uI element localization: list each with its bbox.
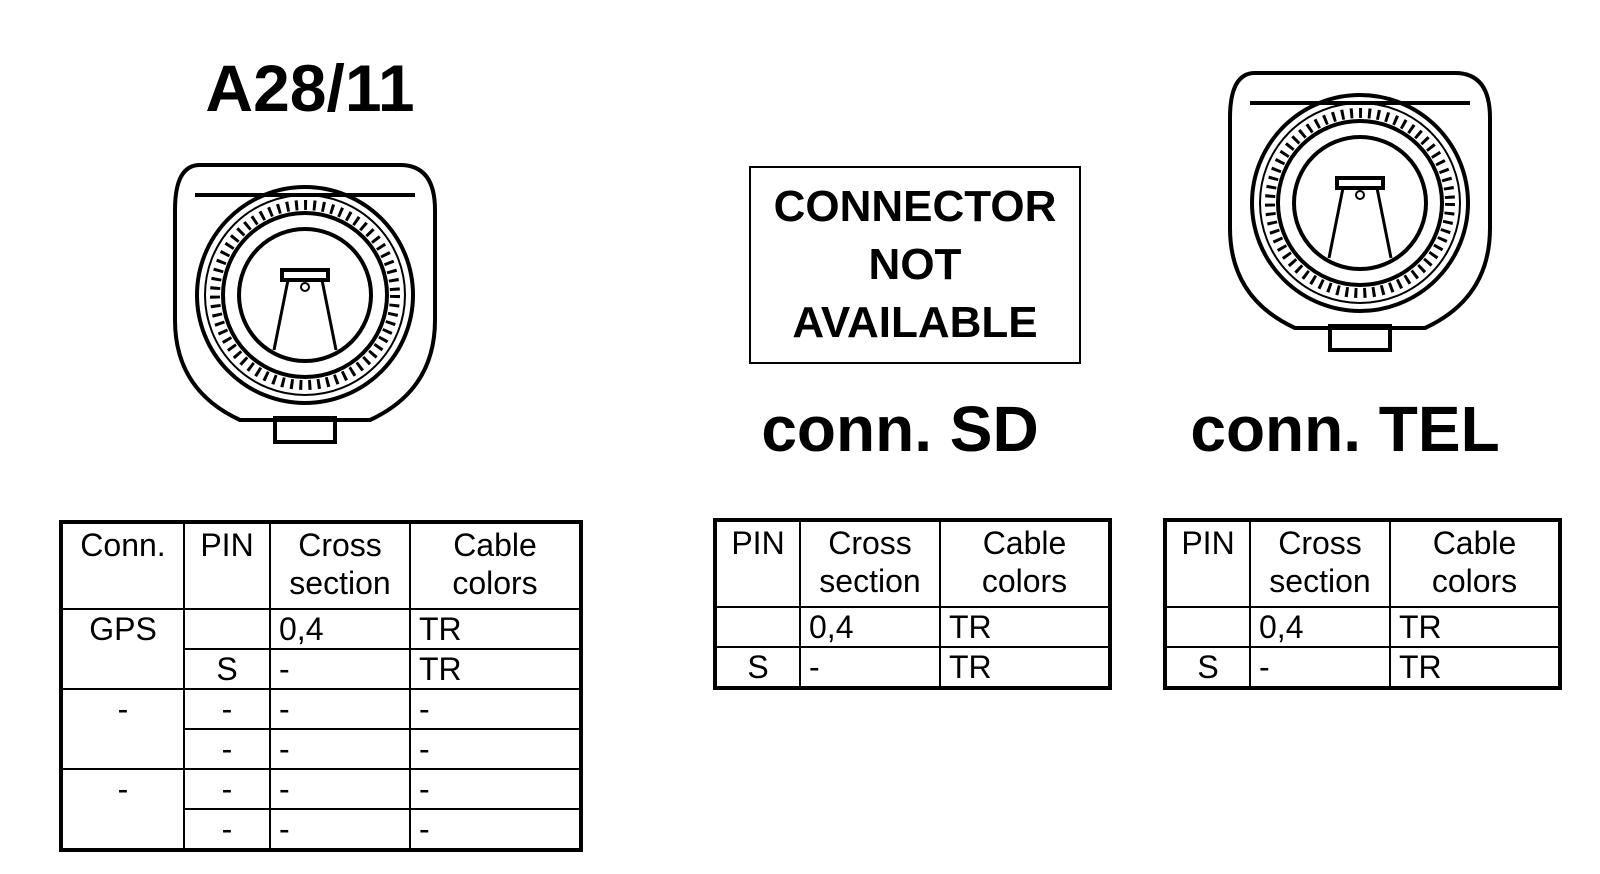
cell-cable-color: TR xyxy=(409,608,582,650)
cell-cable-color: TR xyxy=(409,648,582,690)
table-row: S - TR xyxy=(1164,646,1561,689)
cell-cable-color: TR xyxy=(939,646,1111,689)
table-row: - - - - xyxy=(60,688,582,770)
pinout-table-tel: PIN Cross section Cable colors 0,4 TR S … xyxy=(1163,518,1562,690)
pinout-table-sd: PIN Cross section Cable colors 0,4 TR S … xyxy=(713,518,1112,690)
cell-pin: - xyxy=(183,808,271,851)
cell-conn: - xyxy=(60,768,185,851)
cell-pin: S xyxy=(183,648,271,690)
table-row: - - - - xyxy=(60,768,582,851)
cell-pin: - xyxy=(183,768,271,810)
cell-cable-color: - xyxy=(409,728,582,770)
header-cross-section: Cross section xyxy=(269,521,411,610)
header-cable-colors: Cable colors xyxy=(939,519,1111,608)
cell-conn: GPS xyxy=(60,608,185,690)
cell-pin xyxy=(183,608,271,650)
cell-pin: - xyxy=(183,728,271,770)
cell-cable-color: TR xyxy=(939,606,1111,648)
cell-cross-section: - xyxy=(269,688,411,730)
connector-a28-drawing xyxy=(173,163,437,444)
cell-cross-section: 0,4 xyxy=(269,608,411,650)
cell-pin: S xyxy=(714,646,801,689)
cell-cross-section: 0,4 xyxy=(799,606,941,648)
cell-pin xyxy=(1164,606,1251,648)
cell-cable-color: TR xyxy=(1389,606,1561,648)
table-row: - - - xyxy=(61,728,582,770)
cell-cable-color: TR xyxy=(1389,646,1561,689)
cell-cross-section: - xyxy=(269,808,411,851)
cell-cross-section: - xyxy=(269,728,411,770)
pinout-table-a28: Conn. PIN Cross section Cable colors GPS… xyxy=(59,520,583,852)
table-row: S - TR xyxy=(61,648,582,690)
table-row: 0,4 TR xyxy=(1164,606,1561,648)
connector-not-available-label: CONNECTOR NOT AVAILABLE xyxy=(773,182,1057,347)
header-conn: Conn. xyxy=(60,521,185,610)
cell-cable-color: - xyxy=(409,688,582,730)
header-cable-colors: Cable colors xyxy=(1389,519,1561,608)
cell-pin: S xyxy=(1164,646,1251,689)
header-cross-section: Cross section xyxy=(1249,519,1391,608)
cell-cross-section: - xyxy=(269,768,411,810)
header-pin: PIN xyxy=(714,519,801,608)
cell-cross-section: - xyxy=(799,646,941,689)
header-cable-colors: Cable colors xyxy=(409,521,582,610)
cell-pin xyxy=(714,606,801,648)
cell-conn: - xyxy=(60,688,185,770)
table-header-row: PIN Cross section Cable colors xyxy=(714,519,1111,608)
table-row: 0,4 TR xyxy=(714,606,1111,648)
cell-cross-section: - xyxy=(269,648,411,690)
header-pin: PIN xyxy=(183,521,271,610)
connector-tel-drawing xyxy=(1228,71,1492,352)
cell-cable-color: - xyxy=(409,808,582,851)
table-header-row: PIN Cross section Cable colors xyxy=(1164,519,1561,608)
connector-sd-title: conn. SD xyxy=(761,393,1039,465)
table-row: S - TR xyxy=(714,646,1111,689)
connector-tel-title: conn. TEL xyxy=(1190,393,1500,465)
connector-a28-title: A28/11 xyxy=(205,51,415,125)
table-header-row: Conn. PIN Cross section Cable colors xyxy=(60,521,582,610)
table-row: GPS 0,4 TR xyxy=(60,608,582,690)
header-cross-section: Cross section xyxy=(799,519,941,608)
cell-cross-section: 0,4 xyxy=(1249,606,1391,648)
header-pin: PIN xyxy=(1164,519,1251,608)
cell-pin: - xyxy=(183,688,271,730)
connector-not-available-box: CONNECTOR NOT AVAILABLE xyxy=(749,166,1081,364)
table-row: - - - xyxy=(61,808,582,851)
cell-cross-section: - xyxy=(1249,646,1391,689)
cell-cable-color: - xyxy=(409,768,582,810)
